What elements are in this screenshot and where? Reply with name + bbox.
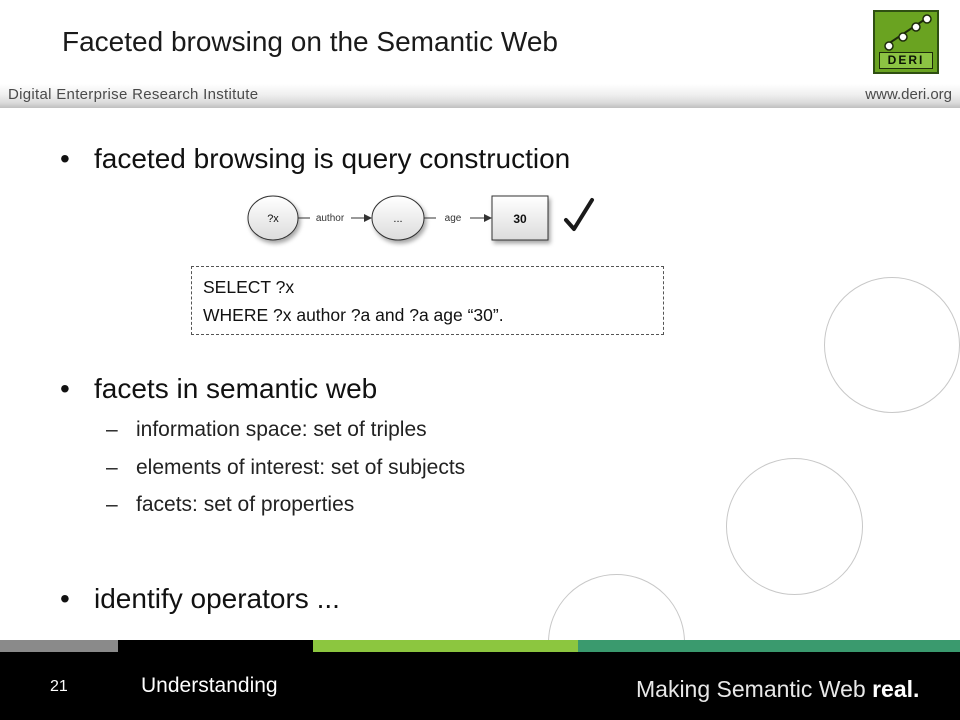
node-value: 30 bbox=[491, 195, 549, 241]
sub-bullet-text: information space: set of triples bbox=[136, 418, 427, 441]
bullet-item: • facets in semantic web bbox=[60, 373, 377, 405]
tagline-prefix: Making Semantic Web bbox=[636, 676, 873, 702]
bullet-text: faceted browsing is query construction bbox=[94, 143, 571, 174]
institute-name: Digital Enterprise Research Institute bbox=[8, 86, 259, 103]
page-number: 21 bbox=[50, 678, 68, 695]
slide-title: Faceted browsing on the Semantic Web bbox=[62, 26, 558, 57]
decorative-circle bbox=[824, 277, 960, 413]
decorative-circle bbox=[726, 458, 863, 595]
logo-text: DERI bbox=[879, 52, 933, 69]
logo-dots-icon bbox=[884, 14, 932, 51]
edge-author-label: author bbox=[316, 213, 345, 224]
query-path-diagram: ?x author ... age 30 bbox=[247, 195, 594, 241]
bullet-item: • faceted browsing is query construction bbox=[60, 143, 570, 175]
node-x-label: ?x bbox=[267, 213, 279, 225]
edge-age-label: age bbox=[445, 213, 462, 224]
sub-bullet-text: facets: set of properties bbox=[136, 493, 355, 516]
deri-logo: DERI bbox=[873, 10, 939, 74]
sub-bullet-dash: – bbox=[106, 493, 118, 516]
bullet-dot: • bbox=[60, 373, 70, 404]
arrow-head-icon bbox=[484, 214, 492, 222]
sub-bullet-item: –facets: set of properties bbox=[106, 493, 354, 517]
checkmark-icon bbox=[564, 198, 594, 231]
node-x: ?x bbox=[247, 195, 299, 241]
node-a-label: ... bbox=[393, 213, 402, 225]
footer-segment-teal bbox=[578, 640, 960, 652]
bullet-text: identify operators ... bbox=[94, 583, 340, 614]
sub-bullet-dash: – bbox=[106, 456, 118, 479]
bullet-text: facets in semantic web bbox=[94, 373, 378, 404]
sparql-query-box: SELECT ?x WHERE ?x author ?a and ?a age … bbox=[191, 266, 664, 335]
bullet-dot: • bbox=[60, 583, 70, 614]
node-value-label: 30 bbox=[513, 212, 527, 226]
footer-segment-green bbox=[313, 640, 578, 652]
bullet-dot: • bbox=[60, 143, 70, 174]
section-label: Understanding bbox=[141, 674, 278, 697]
sub-bullet-item: –information space: set of triples bbox=[106, 418, 427, 442]
sparql-select-line: SELECT ?x bbox=[203, 277, 295, 297]
sub-bullet-item: –elements of interest: set of subjects bbox=[106, 456, 465, 480]
bullet-item: • identify operators ... bbox=[60, 583, 340, 615]
footer-segment-black bbox=[118, 640, 313, 652]
footer-bar bbox=[0, 640, 960, 720]
arrow-head-icon bbox=[364, 214, 372, 222]
sparql-where-line: WHERE ?x author ?a and ?a age “30”. bbox=[203, 305, 504, 325]
sub-bullet-dash: – bbox=[106, 418, 118, 441]
node-a: ... bbox=[371, 195, 425, 241]
tagline-bold: real. bbox=[872, 676, 920, 702]
sub-bullet-text: elements of interest: set of subjects bbox=[136, 456, 466, 479]
website-url: www.deri.org bbox=[865, 86, 952, 103]
header-band bbox=[0, 84, 960, 108]
tagline: Making Semantic Web real. bbox=[636, 676, 919, 703]
footer-segment-gray bbox=[0, 640, 118, 652]
